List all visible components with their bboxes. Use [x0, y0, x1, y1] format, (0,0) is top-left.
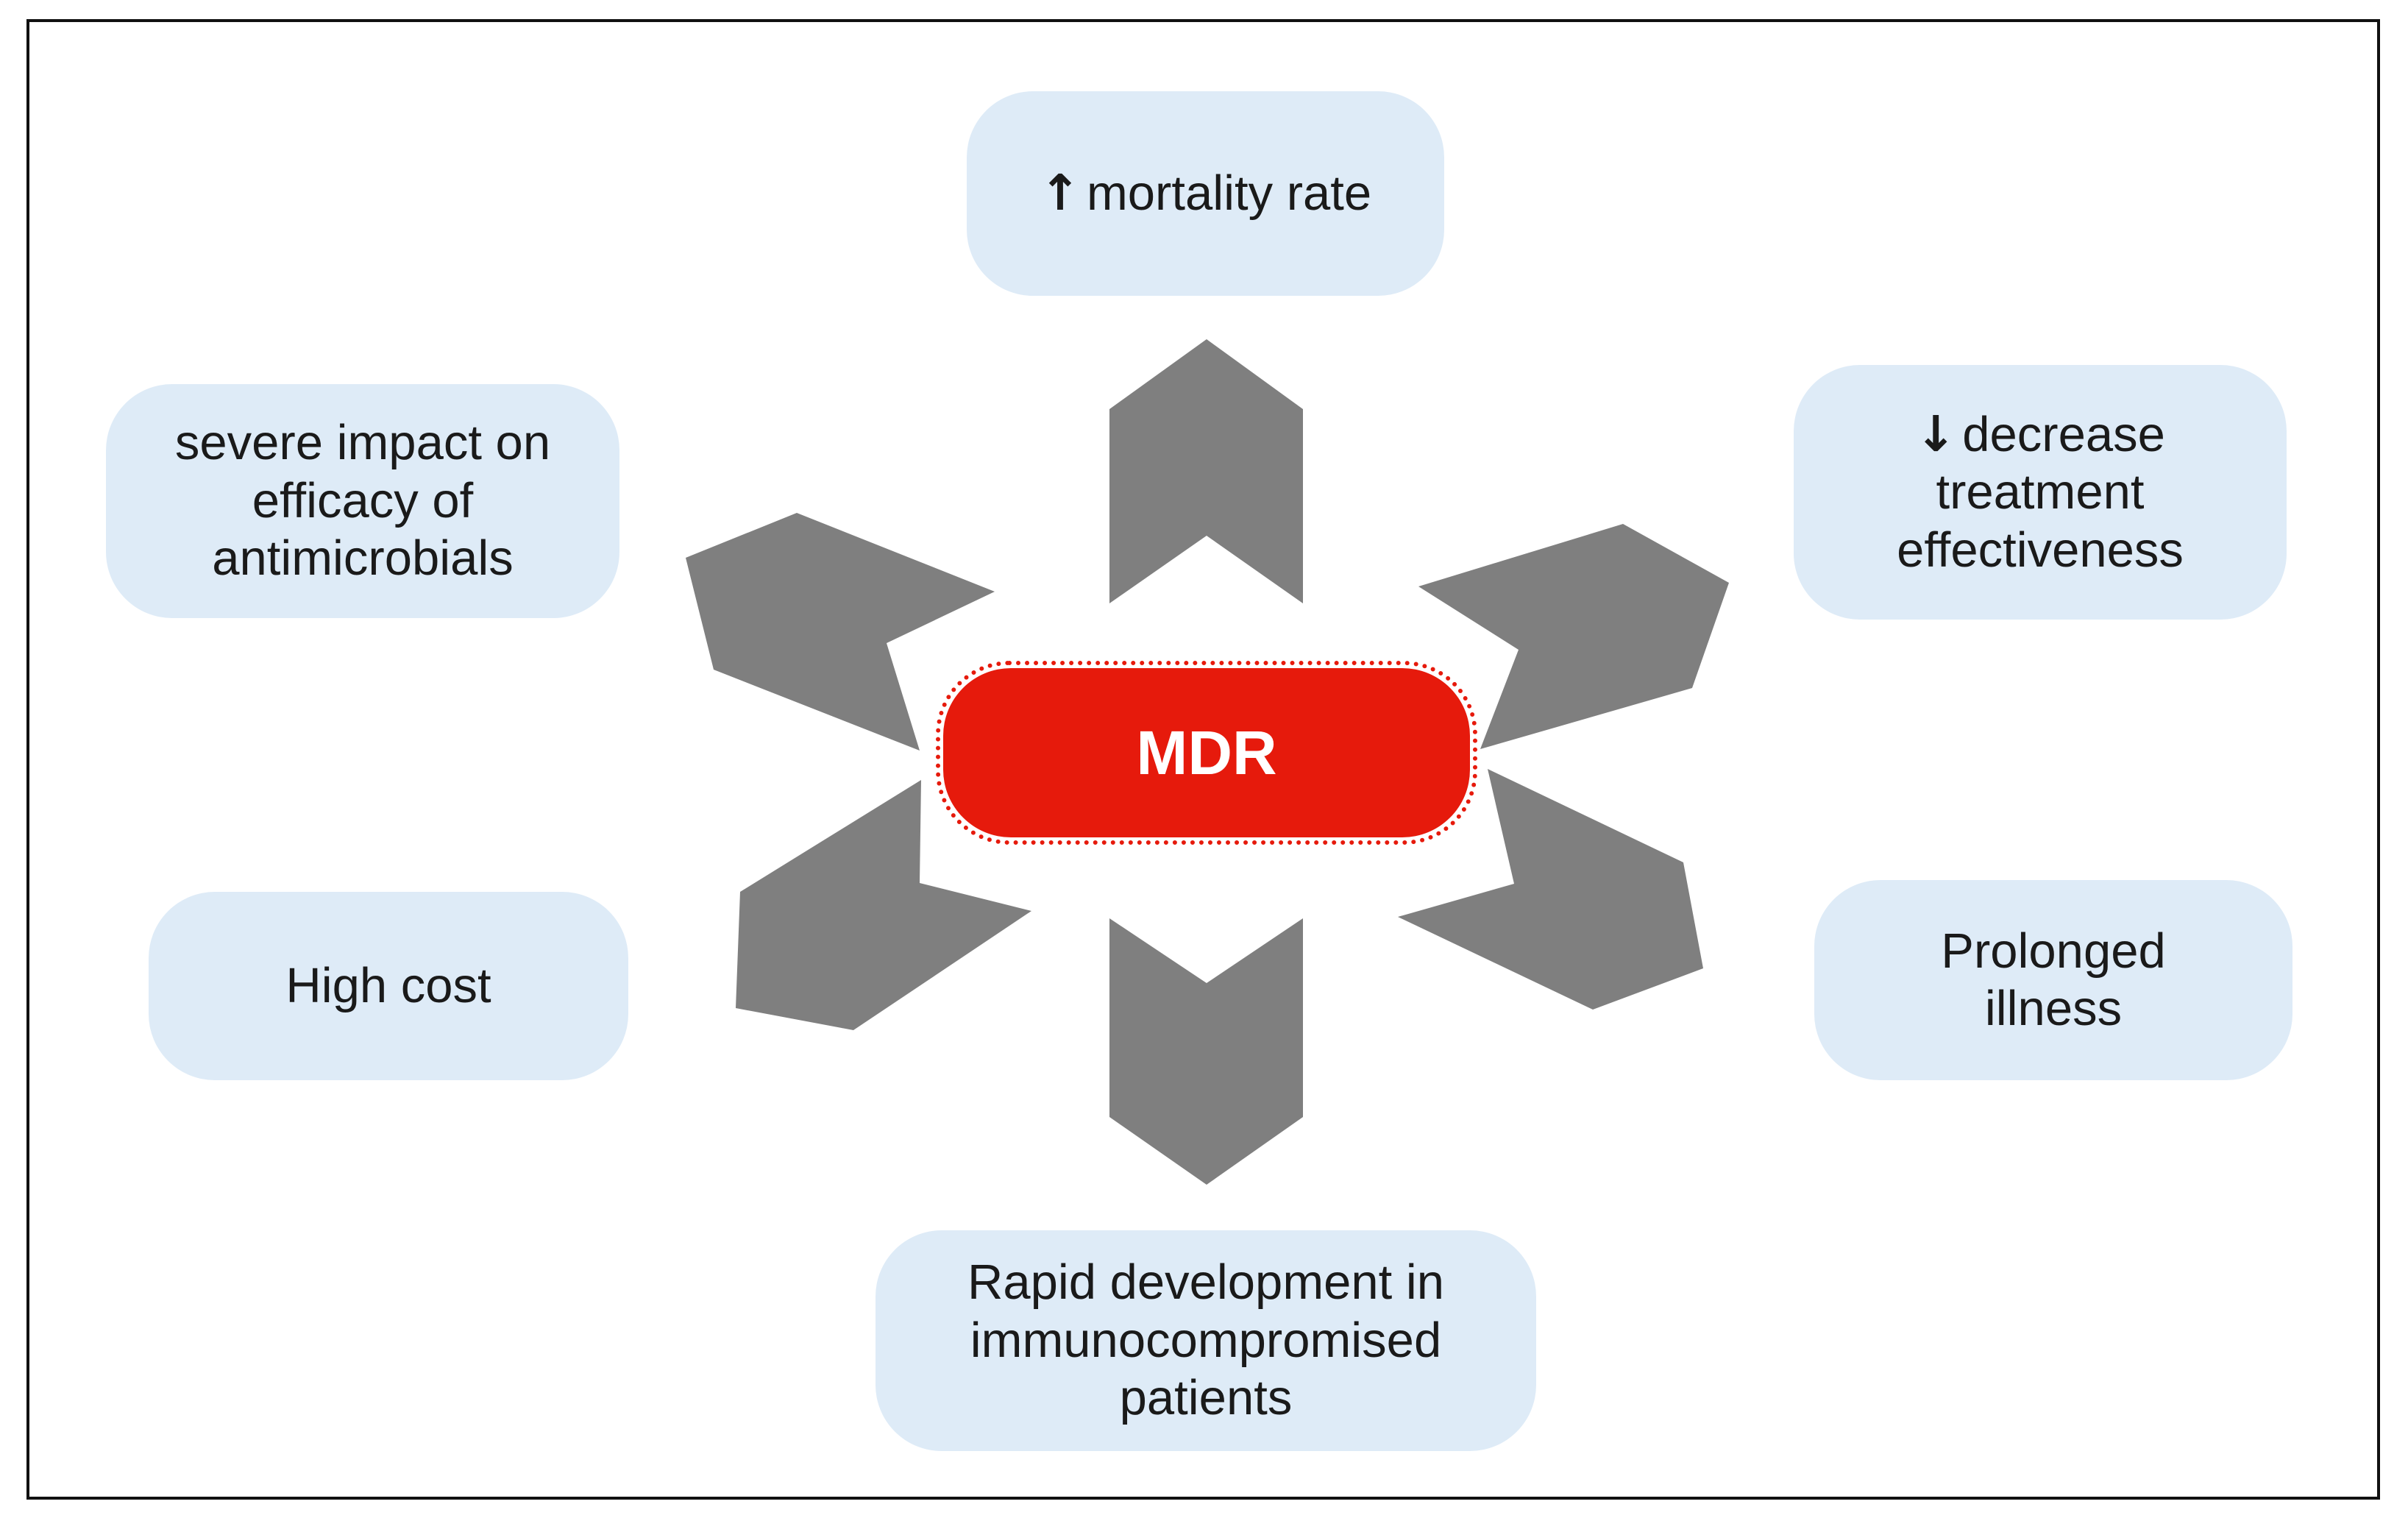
- effect-text-illness: illness: [1984, 981, 2123, 1036]
- arrow-to-mortality-rate: [1109, 339, 1303, 603]
- effect-box-rapid-development: Rapid development in immunocompromised p…: [876, 1230, 1536, 1451]
- effect-text-treatment: treatment: [1936, 464, 2145, 520]
- down-arrow-icon: ↓: [1915, 405, 1957, 463]
- effect-text-effectiveness: effectiveness: [1897, 522, 2184, 578]
- figure-frame: [26, 19, 2380, 1500]
- effect-text-efficacy-of: efficacy of: [252, 472, 474, 528]
- hub-fringe: [936, 661, 1477, 845]
- arrow-to-severe-impact: [686, 513, 995, 751]
- arrow-to-decrease-treatment-effectiveness: [1418, 524, 1729, 749]
- effect-text-patients: patients: [1119, 1370, 1293, 1426]
- effect-box-severe-impact: severe impact on efficacy of antimicrobi…: [106, 384, 619, 618]
- up-arrow-icon: ↑: [1039, 164, 1081, 222]
- effect-box-high-cost: High cost: [149, 892, 628, 1080]
- effect-text-antimicrobials: antimicrobials: [212, 531, 514, 586]
- arrow-to-prolonged-illness: [1398, 769, 1703, 1010]
- effect-box-prolonged-illness: Prolonged illness: [1814, 880, 2292, 1080]
- mdr-hub: MDR: [943, 668, 1470, 837]
- effect-text-immunocompromised: immunocompromised: [970, 1312, 1442, 1368]
- arrow-to-high-cost: [736, 780, 1031, 1030]
- arrow-to-rapid-development: [1109, 918, 1303, 1185]
- effect-box-mortality-rate: ↑mortality rate: [967, 91, 1444, 296]
- effect-text-mortality-rate: mortality rate: [1086, 166, 1372, 221]
- effect-box-decrease-treatment-effectiveness: ↓decrease treatment effectiveness: [1794, 365, 2287, 620]
- effect-text-prolonged: Prolonged: [1941, 923, 2166, 979]
- effect-text-severe-impact-on: severe impact on: [174, 415, 551, 471]
- effect-text-decrease: decrease: [1962, 406, 2165, 462]
- effect-text-rapid-development-in: Rapid development in: [967, 1255, 1445, 1311]
- effect-text-high-cost: High cost: [285, 957, 491, 1013]
- mdr-label: MDR: [1136, 717, 1277, 787]
